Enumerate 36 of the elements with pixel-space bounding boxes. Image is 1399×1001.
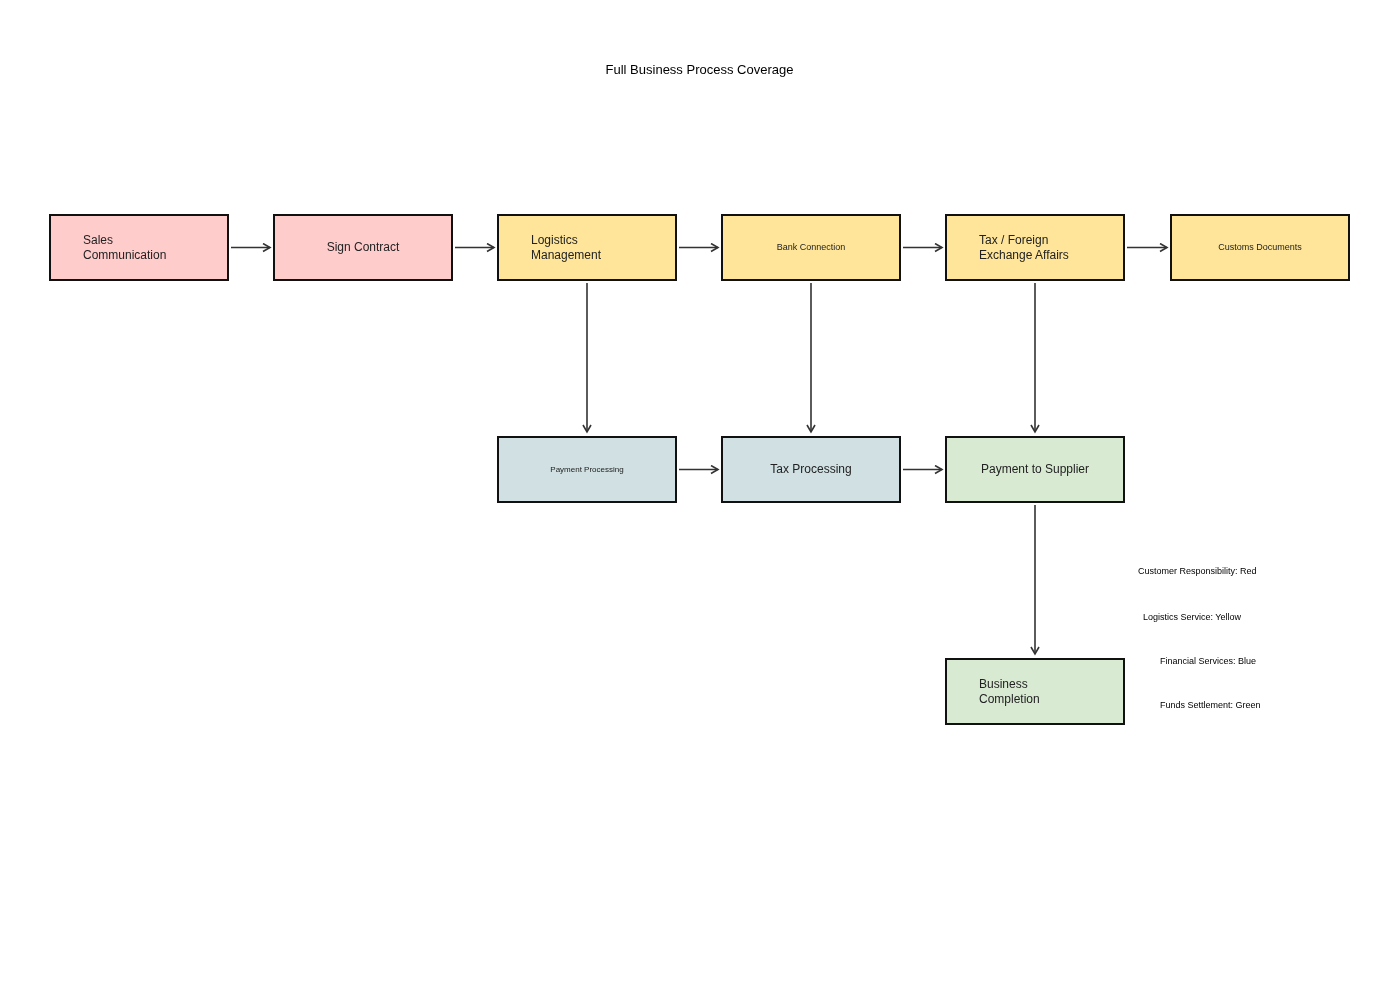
box-label: Payment Processing: [550, 464, 624, 475]
legend-note: Logistics Service: Yellow: [1143, 612, 1242, 624]
legend-note: Financial Services: Blue: [1160, 656, 1257, 668]
arrow: [678, 464, 719, 475]
diagram-title: Full Business Process Coverage: [604, 61, 795, 79]
box-label: Business Completion: [979, 676, 1041, 707]
legend-note: Funds Settlement: Green: [1160, 700, 1261, 712]
arrow: [1030, 282, 1040, 433]
process-box: [49, 214, 229, 281]
arrow: [230, 242, 271, 253]
process-box: [945, 214, 1125, 281]
process-box: [1170, 214, 1350, 281]
box-label: Tax / Foreign Exchange Affairs: [979, 232, 1070, 263]
arrow: [1126, 242, 1168, 253]
process-box: [945, 436, 1125, 503]
legend-note: Customer Responsibility: Red: [1138, 566, 1257, 578]
process-box: [721, 214, 901, 281]
box-label: Sign Contract: [326, 240, 400, 255]
box-label: Bank Connection: [776, 241, 846, 254]
arrow: [454, 242, 495, 253]
arrow: [902, 242, 943, 253]
process-box: [273, 214, 453, 281]
arrow: [1030, 504, 1040, 655]
box-label: Sales Communication: [83, 232, 168, 263]
arrow: [678, 242, 719, 253]
process-box: [945, 658, 1125, 725]
box-label: Customs Documents: [1218, 241, 1302, 254]
box-label: Tax Processing: [770, 462, 852, 477]
process-box: [497, 436, 677, 503]
box-label: Payment to Supplier: [980, 462, 1090, 477]
arrow: [806, 282, 816, 433]
box-label: Logistics Management: [531, 232, 603, 263]
process-box: [721, 436, 901, 503]
process-box: [497, 214, 677, 281]
arrow: [582, 282, 592, 433]
arrow: [902, 464, 943, 475]
